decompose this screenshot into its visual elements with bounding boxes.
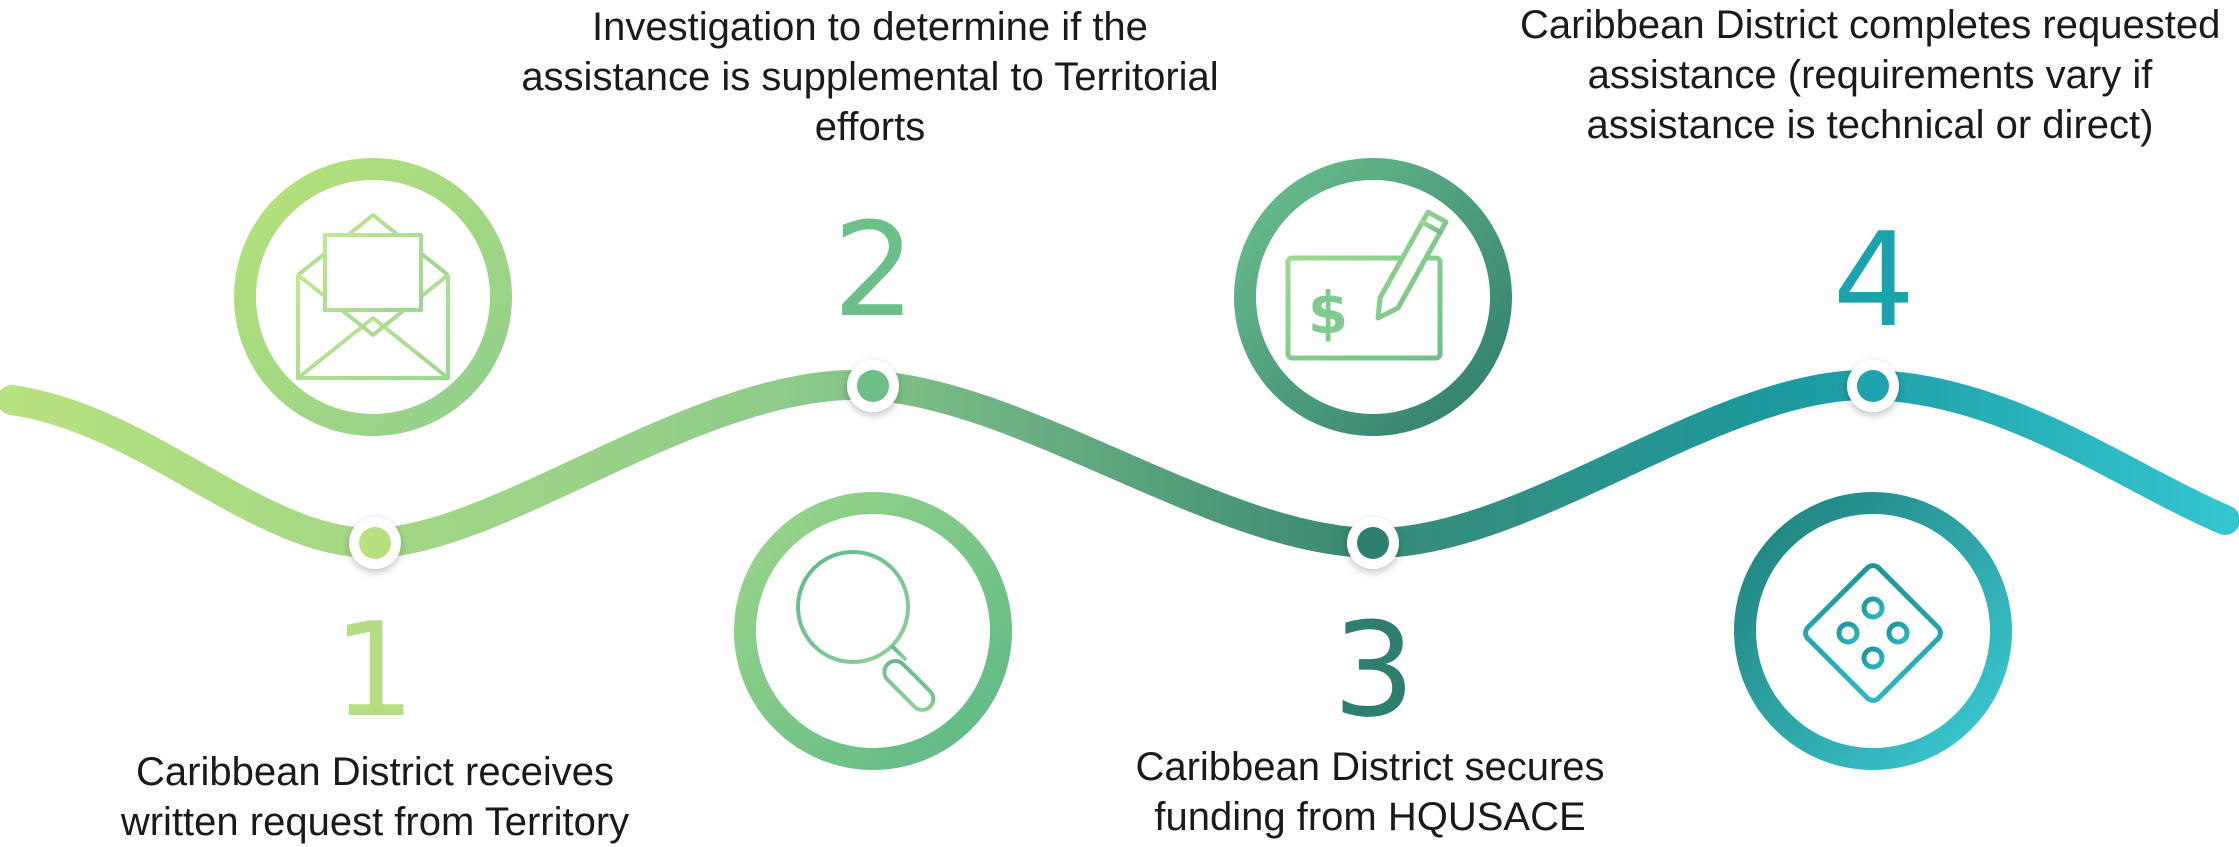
envelope-icon: [296, 213, 450, 380]
step-3-caption: Caribbean District secures funding from …: [1100, 742, 1640, 842]
step-3-number: 3: [1332, 594, 1416, 746]
step-4-number: 4: [1832, 204, 1916, 356]
svg-text:$: $: [1308, 279, 1348, 347]
step-3-ring: [1234, 158, 1512, 436]
magnifier-icon: [796, 550, 936, 712]
step-4-caption-line: Caribbean District completes requested: [1520, 3, 2221, 47]
step-1-number: 1: [332, 594, 416, 746]
step-3-caption-line: funding from HQUSACE: [1154, 795, 1586, 839]
timeline-node-4: [1847, 360, 1899, 412]
step-2-caption-line: Investigation to determine if the: [592, 5, 1148, 49]
step-1-caption-line: Caribbean District receives: [136, 750, 614, 794]
check-icon: $: [1285, 209, 1449, 361]
step-2-caption-line: efforts: [814, 105, 926, 149]
puzzle-icon: [1803, 563, 1943, 703]
step-4-caption-line: assistance (requirements vary if: [1587, 53, 2153, 97]
timeline-node-2: [847, 360, 899, 412]
step-1-caption: Caribbean District receives written requ…: [85, 747, 665, 847]
step-4-caption: Caribbean District completes requested a…: [1520, 0, 2220, 150]
step-2-caption-line: assistance is supplemental to Territoria…: [521, 55, 1219, 99]
step-3-caption-line: Caribbean District secures: [1135, 745, 1605, 789]
step-2-number: 2: [832, 194, 916, 346]
step-4-caption-line: assistance is technical or direct): [1586, 103, 2154, 147]
step-1-caption-line: written request from Territory: [120, 800, 630, 844]
timeline-node-3: [1347, 517, 1399, 569]
step-2-caption: Investigation to determine if the assist…: [520, 2, 1220, 152]
step-2-ring: [734, 492, 1012, 770]
timeline-node-1: [349, 517, 401, 569]
